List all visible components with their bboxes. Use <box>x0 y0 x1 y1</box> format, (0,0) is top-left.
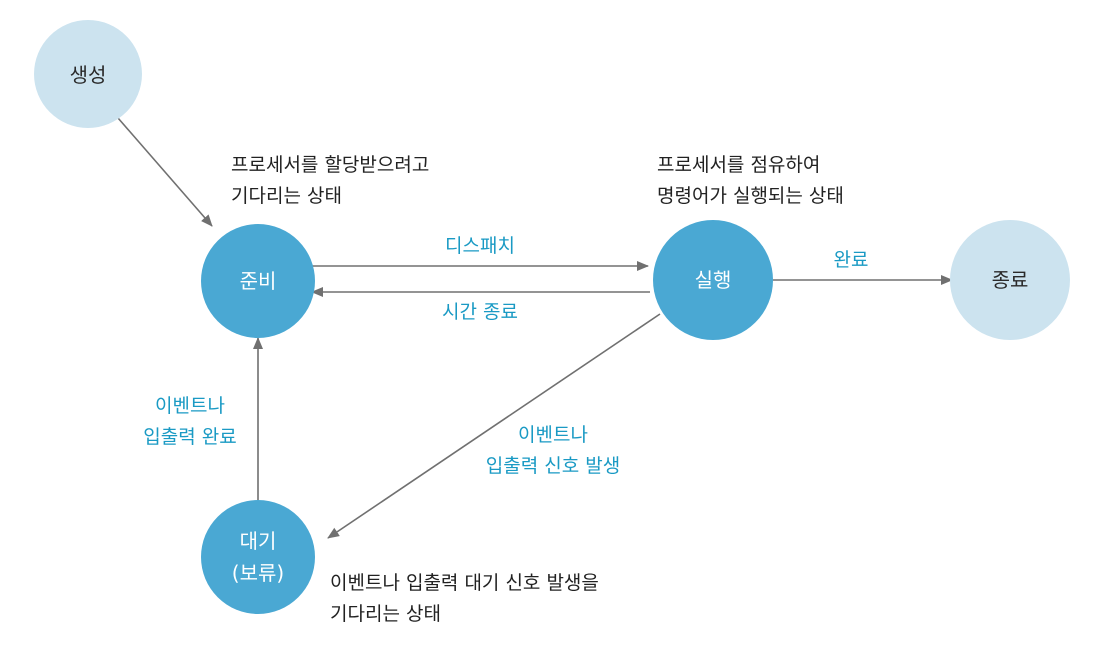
note-ready-line2: 기다리는 상태 <box>231 185 342 207</box>
note-running-line2: 명령어가 실행되는 상태 <box>657 185 844 207</box>
node-terminated-label: 종료 <box>992 268 1029 292</box>
node-running-label: 실행 <box>695 268 732 292</box>
note-running-line1: 프로세서를 점유하여 <box>657 154 820 176</box>
edge-running-to-waiting <box>327 313 661 539</box>
edge-label-io-complete-line1: 이벤트나 <box>155 395 225 417</box>
edge-create-to-ready <box>117 117 213 227</box>
node-ready: 준비 <box>201 224 315 338</box>
node-waiting-label-line2: (보류) <box>232 561 284 585</box>
edge-label-complete: 완료 <box>834 249 869 271</box>
note-ready-line1: 프로세서를 할당받으려고 <box>231 154 429 176</box>
edge-label-io-wait-line2: 입출력 신호 발생 <box>486 455 620 477</box>
note-waiting-line1: 이벤트나 입출력 대기 신호 발생을 <box>330 572 599 594</box>
node-running-circle <box>653 220 773 340</box>
node-waiting-circle <box>201 500 315 614</box>
note-waiting-line2: 기다리는 상태 <box>330 603 441 625</box>
node-create-circle <box>34 20 142 128</box>
node-ready-label: 준비 <box>240 269 277 293</box>
node-running: 실행 <box>653 220 773 340</box>
node-waiting-label-line1: 대기 <box>240 529 277 553</box>
edge-label-dispatch: 디스패치 <box>445 235 515 257</box>
node-waiting: 대기 (보류) <box>201 500 315 614</box>
node-terminated-circle <box>950 220 1070 340</box>
edge-label-io-wait-line1: 이벤트나 <box>518 424 588 446</box>
edge-label-io-complete-line2: 입출력 완료 <box>143 426 236 448</box>
node-ready-circle <box>201 224 315 338</box>
node-create: 생성 <box>34 20 142 128</box>
edge-label-timeout: 시간 종료 <box>442 301 518 323</box>
node-create-label: 생성 <box>70 63 107 87</box>
node-terminated: 종료 <box>950 220 1070 340</box>
